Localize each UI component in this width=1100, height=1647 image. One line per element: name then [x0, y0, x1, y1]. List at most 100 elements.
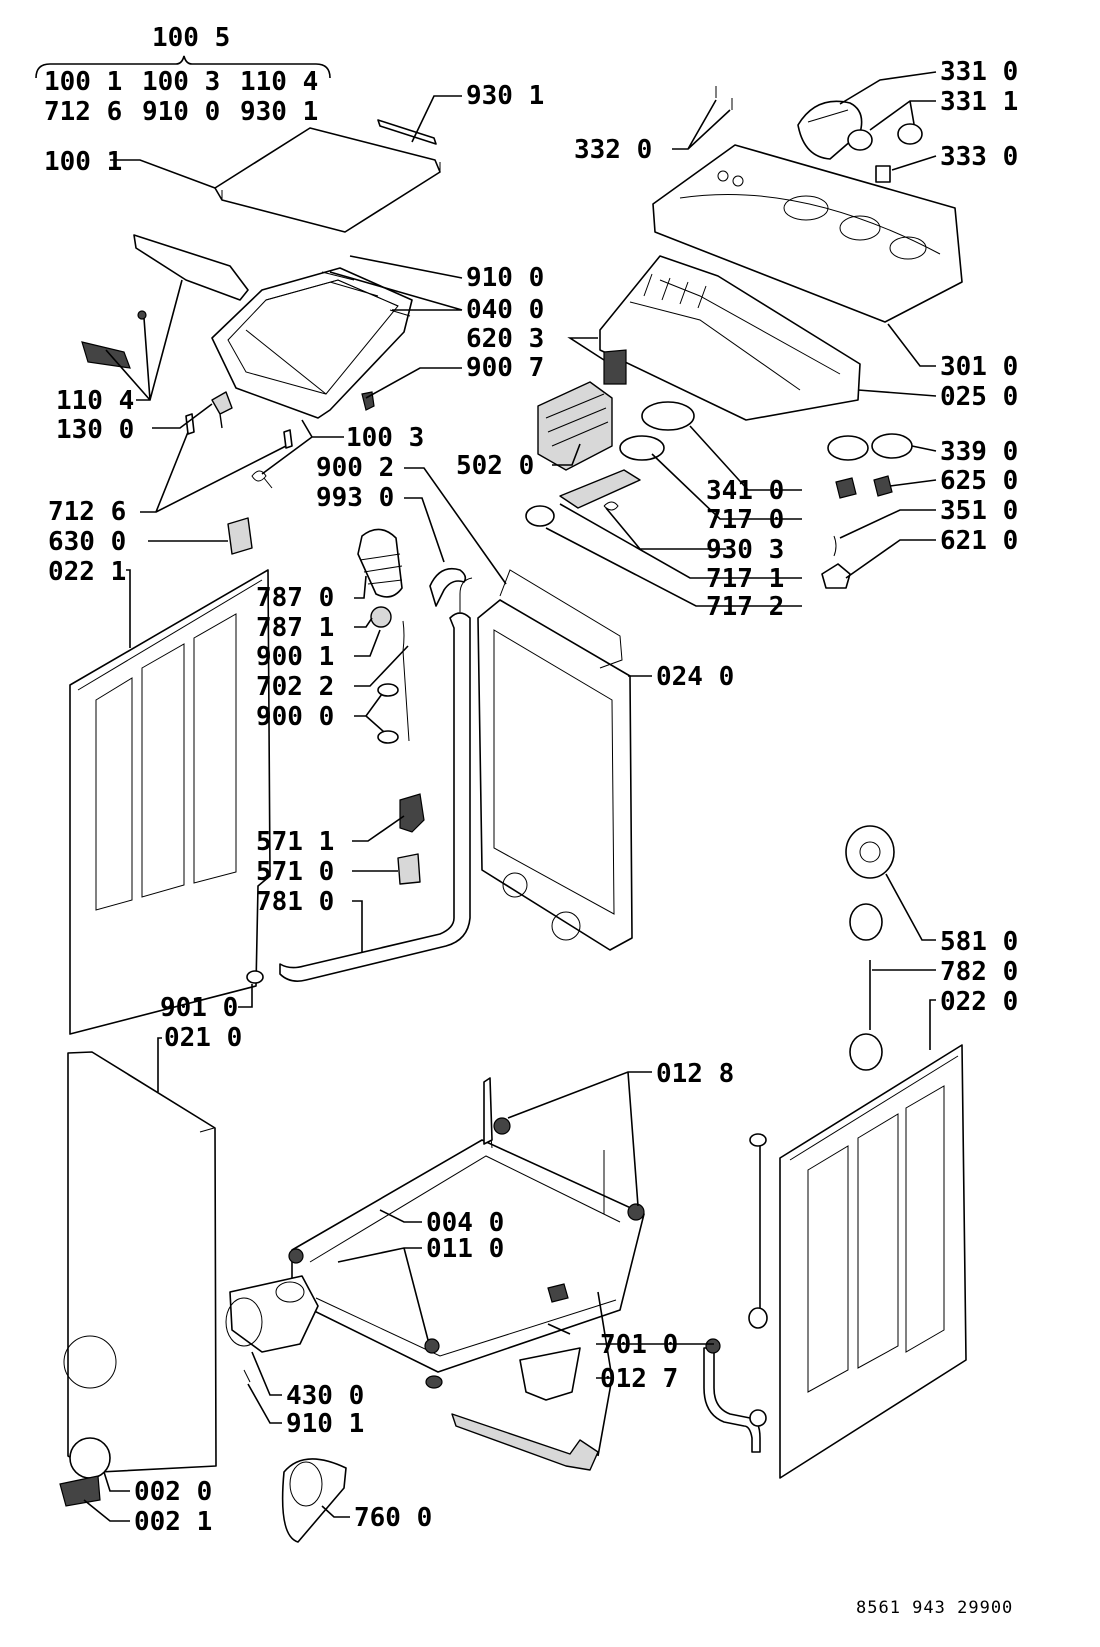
- label-717-2: 717 2: [706, 592, 784, 622]
- disc-717-0: [619, 435, 665, 461]
- label-012-7: 012 7: [600, 1364, 678, 1394]
- pump-pulley: [845, 825, 895, 879]
- spring-930-3: [603, 501, 619, 511]
- label-024-0: 024 0: [656, 662, 734, 692]
- label-011-0: 011 0: [426, 1234, 504, 1264]
- leader-lines: [35, 55, 937, 1522]
- label-910-0: 910 0: [466, 263, 544, 293]
- top-lid: [214, 127, 441, 233]
- front-trim: [133, 234, 249, 301]
- hose-hook: [429, 567, 467, 607]
- selector-339b: [871, 433, 913, 459]
- bracket-621: [821, 563, 851, 589]
- label-760-0: 760 0: [354, 1503, 432, 1533]
- label-341-0: 341 0: [706, 476, 784, 506]
- control-panel-fascia: [652, 144, 963, 323]
- label-702-2: 702 2: [256, 672, 334, 702]
- label-900-1: 900 1: [256, 642, 334, 672]
- label-025-0: 025 0: [940, 382, 1018, 412]
- side-panel-right: [779, 1044, 967, 1479]
- label-301-0: 301 0: [940, 352, 1018, 382]
- label-900-0: 900 0: [256, 702, 334, 732]
- side-panel-left: [69, 569, 271, 1035]
- shock-mount: [547, 1283, 569, 1303]
- label-339-0: 339 0: [940, 437, 1018, 467]
- label-130-0: 130 0: [56, 415, 134, 445]
- label-910-1: 910 1: [286, 1409, 364, 1439]
- label-502-0: 502 0: [456, 451, 534, 481]
- label-110-4-group: 110 4: [240, 67, 318, 97]
- hinge-130: [211, 391, 233, 429]
- label-002-1: 002 1: [134, 1507, 212, 1537]
- hose-701: [703, 1347, 761, 1453]
- rear-panel: [477, 599, 633, 951]
- label-782-0: 782 0: [940, 957, 1018, 987]
- drain-pump: [229, 1275, 319, 1353]
- label-717-0: 717 0: [706, 505, 784, 535]
- label-571-1: 571 1: [256, 827, 334, 857]
- damper-arm: [451, 1413, 599, 1471]
- part-labels: 100 5 100 1 100 3 110 4 712 6 910 0 930 …: [44, 23, 1018, 1537]
- label-787-0: 787 0: [256, 583, 334, 613]
- hinge-bar: [377, 119, 437, 145]
- label-930-1: 930 1: [466, 81, 544, 111]
- drain-bellows: [357, 528, 403, 598]
- screw-900-7: [361, 391, 375, 411]
- label-900-2: 900 2: [316, 453, 394, 483]
- label-620-3: 620 3: [466, 324, 544, 354]
- drawing-number: 8561 943 29900: [856, 1598, 1013, 1618]
- disc-341: [641, 401, 695, 431]
- pump-filter: [281, 1458, 347, 1543]
- valve-571-0: [397, 853, 421, 885]
- filter-mesh: [370, 606, 392, 628]
- valve-571-1: [399, 793, 425, 833]
- label-100-3: 100 3: [346, 423, 424, 453]
- fill-hose: [279, 612, 471, 982]
- label-100-1-group: 100 1: [44, 67, 122, 97]
- label-712-6-group: 712 6: [44, 97, 122, 127]
- label-712-6: 712 6: [48, 497, 126, 527]
- label-110-4: 110 4: [56, 386, 134, 416]
- spring: [251, 470, 273, 489]
- lid-handle: [81, 341, 131, 369]
- door-latch: [59, 1475, 101, 1507]
- label-930-3: 930 3: [706, 535, 784, 565]
- clip-630: [227, 517, 253, 555]
- label-621-0: 621 0: [940, 526, 1018, 556]
- control-board: [537, 381, 613, 471]
- part-drawings: [59, 86, 967, 1543]
- label-040-0: 040 0: [466, 295, 544, 325]
- label-430-0: 430 0: [286, 1381, 364, 1411]
- label-333-0: 333 0: [940, 142, 1018, 172]
- label-331-0: 331 0: [940, 57, 1018, 87]
- label-701-0: 701 0: [600, 1330, 678, 1360]
- label-group-100-5: 100 5: [152, 23, 230, 53]
- label-630-0: 630 0: [48, 527, 126, 557]
- label-930-1-group: 930 1: [240, 97, 318, 127]
- label-004-0: 004 0: [426, 1208, 504, 1238]
- label-910-0-group: 910 0: [142, 97, 220, 127]
- damper-cup: [519, 1347, 581, 1401]
- label-022-1: 022 1: [48, 557, 126, 587]
- label-901-0: 901 0: [160, 993, 238, 1023]
- label-002-0: 002 0: [134, 1477, 212, 1507]
- label-331-1: 331 1: [940, 87, 1018, 117]
- program-knob: [797, 100, 863, 160]
- label-021-0: 021 0: [164, 1023, 242, 1053]
- wire-702-2: [402, 620, 410, 742]
- front-panel: [67, 1051, 217, 1473]
- label-332-0: 332 0: [574, 135, 652, 165]
- knob-331-1b: [897, 123, 923, 145]
- label-012-8: 012 8: [656, 1059, 734, 1089]
- lever-717-1: [559, 469, 641, 509]
- label-100-1: 100 1: [44, 147, 122, 177]
- label-022-0: 022 0: [940, 987, 1018, 1017]
- label-571-0: 571 0: [256, 857, 334, 887]
- label-993-0: 993 0: [316, 483, 394, 513]
- label-625-0: 625 0: [940, 466, 1018, 496]
- label-717-1: 717 1: [706, 564, 784, 594]
- label-787-1: 787 1: [256, 613, 334, 643]
- label-581-0: 581 0: [940, 927, 1018, 957]
- label-781-0: 781 0: [256, 887, 334, 917]
